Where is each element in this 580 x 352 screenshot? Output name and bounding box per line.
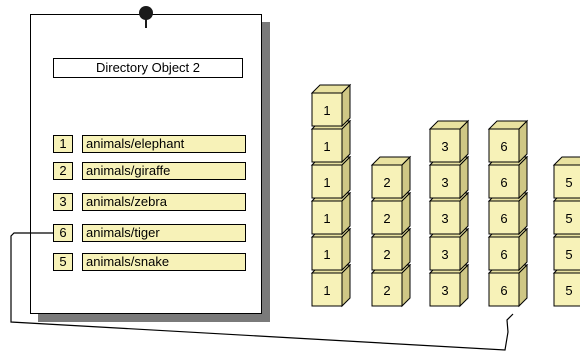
cube-label: 3 [441, 247, 449, 262]
cube-label: 2 [383, 247, 391, 262]
cube-label: 6 [500, 283, 508, 298]
storage-cube: 1 [310, 83, 352, 128]
cube-label: 3 [441, 283, 449, 298]
cube-label: 1 [323, 103, 331, 118]
cube-label: 5 [565, 211, 573, 226]
entry-path: animals/tiger [82, 224, 246, 242]
entry-number: 2 [53, 162, 73, 180]
storage-cube: 5 [552, 156, 580, 199]
cube-label: 6 [500, 139, 508, 154]
storage-cube: 1 [310, 263, 352, 308]
pushpin-icon [139, 6, 153, 20]
cube-label: 2 [383, 175, 391, 190]
cube-label: 1 [323, 139, 331, 154]
entry-number: 3 [53, 193, 73, 211]
cube-label: 1 [323, 211, 331, 226]
storage-cube: 2 [370, 155, 412, 200]
cube-label: 2 [383, 283, 391, 298]
cube-label: 6 [500, 247, 508, 262]
storage-cube: 2 [370, 227, 412, 272]
cube-label: 1 [323, 247, 331, 262]
cube-label: 5 [565, 247, 573, 262]
entry-number: 1 [53, 135, 73, 153]
entry-path: animals/snake [82, 253, 246, 271]
cube-label: 3 [441, 211, 449, 226]
entry-path: animals/elephant [82, 135, 246, 153]
cube-label: 6 [500, 175, 508, 190]
document-title: Directory Object 2 [53, 58, 243, 78]
connector-line [10, 232, 514, 351]
storage-cube: 2 [370, 191, 412, 236]
pushpin-stem [145, 18, 147, 28]
entry-number: 6 [53, 224, 73, 242]
storage-cube: 2 [370, 263, 412, 308]
entry-path: animals/zebra [82, 193, 246, 211]
storage-cube: 6 [487, 119, 529, 164]
cube-label: 1 [323, 283, 331, 298]
cube-label: 3 [441, 175, 449, 190]
cube-label: 5 [565, 283, 573, 298]
cube-label: 5 [565, 175, 573, 190]
cube-label: 3 [441, 139, 449, 154]
cube-label: 6 [500, 211, 508, 226]
storage-cube: 3 [428, 119, 470, 164]
entry-number: 5 [53, 253, 73, 271]
storage-cube: 3 [428, 155, 470, 200]
cube-label: 1 [323, 175, 331, 190]
entry-path: animals/giraffe [82, 162, 246, 180]
cube-label: 2 [383, 211, 391, 226]
